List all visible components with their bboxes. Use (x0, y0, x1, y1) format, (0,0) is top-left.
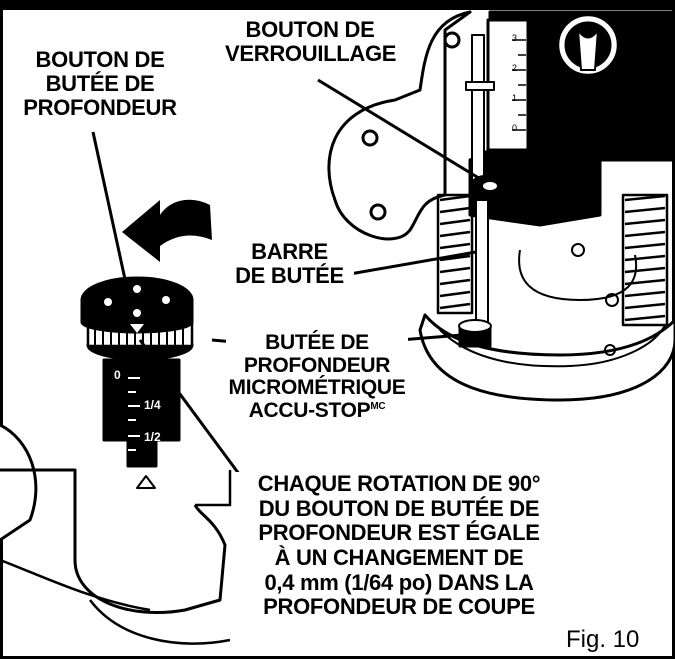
label-rotation-note-rest: DU BOUTON DE BUTÉE DE PROFONDEUR EST ÉGA… (258, 495, 540, 620)
knob-closeup (0, 276, 232, 645)
scale-mark-1-4: 1/4 (144, 398, 161, 412)
label-micrometer-stop-text: BUTÉE DE PROFONDEUR MICROMÉTRIQUE ACCU-S… (228, 331, 406, 423)
label-stop-bar: BARRE DE BUTÉE (225, 240, 354, 288)
router-body (327, 10, 675, 402)
figure-caption: Fig. 10 (566, 626, 640, 653)
label-rotation-note: CHAQUE ROTATION DE 90°DU BOUTON DE BUTÉE… (232, 471, 566, 620)
label-rotation-note-line1: CHAQUE ROTATION DE 90° (257, 471, 541, 496)
label-depth-stop-knob: BOUTON DE BUTÉE DE PROFONDEUR (23, 47, 177, 120)
scale-mark-0: 0 (114, 368, 121, 382)
rotation-arrow-icon (122, 199, 212, 262)
label-micrometer-stop: BUTÉE DE PROFONDEUR MICROMÉTRIQUE ACCU-S… (226, 331, 408, 423)
label-micrometer-stop-mark: MC (370, 401, 386, 413)
dial-mark-3: 3 (512, 33, 518, 43)
top-bar (0, 0, 675, 10)
label-lock-button: BOUTON DE VERROUILLAGE (225, 17, 397, 66)
dial-mark-0: 0 (512, 123, 518, 133)
dial-mark-2: 2 (512, 63, 518, 73)
scale-mark-1-2: 1/2 (144, 430, 161, 444)
dial-mark-1: 1 (512, 93, 518, 103)
